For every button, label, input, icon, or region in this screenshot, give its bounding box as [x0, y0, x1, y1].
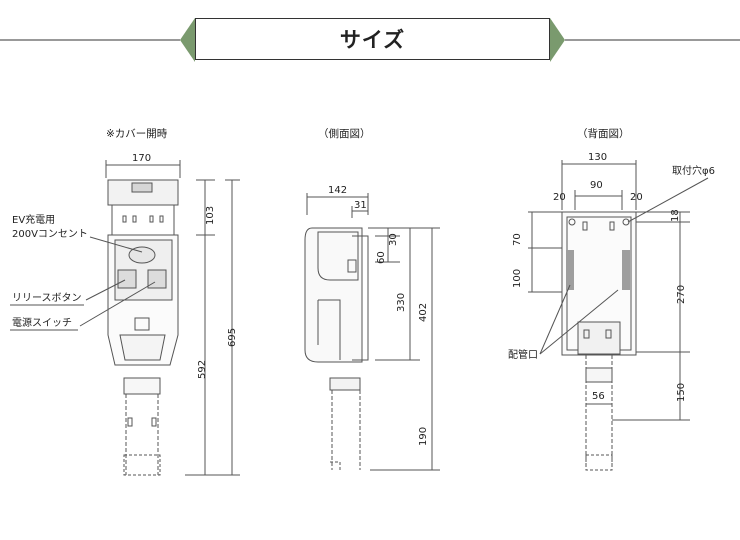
- front-dim-width: 170: [132, 153, 151, 164]
- back-view: [528, 160, 709, 471]
- side-dim-190: 190: [418, 427, 429, 446]
- side-dim-60: 60: [376, 251, 387, 264]
- back-dim-20-left: 20: [553, 192, 566, 203]
- page-title: サイズ: [195, 18, 550, 60]
- back-dim-150: 150: [676, 383, 687, 402]
- callout-release-button: リリースボタン: [12, 292, 82, 304]
- title-banner: [0, 16, 740, 64]
- front-dim-top: 103: [205, 206, 216, 225]
- back-view-title: （背面図）: [577, 127, 630, 140]
- side-dim-30: 30: [388, 233, 399, 246]
- callout-ev-outlet-line1: EV充電用: [12, 213, 55, 226]
- back-dim-70: 70: [512, 233, 523, 246]
- side-dim-depth: 142: [328, 185, 347, 196]
- side-view-title: （側面図）: [318, 127, 371, 140]
- side-dim-402: 402: [418, 303, 429, 322]
- callout-ev-outlet-line2: 200Vコンセント: [12, 228, 88, 240]
- back-dim-130: 130: [588, 152, 607, 163]
- back-dim-100: 100: [512, 269, 523, 288]
- front-view: ※カバー開時 170: [10, 128, 240, 476]
- back-dim-56: 56: [592, 391, 605, 402]
- back-dim-18: 18: [670, 209, 681, 222]
- back-dim-20-right: 20: [630, 192, 643, 203]
- back-dim-270: 270: [676, 285, 687, 304]
- back-dim-90: 90: [590, 180, 603, 191]
- callout-pipe-port: 配管口: [508, 348, 538, 361]
- side-dim-330: 330: [396, 293, 407, 312]
- banner-lines: [0, 18, 740, 62]
- front-dim-lower: 592: [197, 360, 208, 379]
- callout-mount-hole: 取付穴φ6: [672, 164, 715, 177]
- front-dim-total: 695: [227, 328, 238, 347]
- side-dim-offset: 31: [354, 200, 367, 211]
- callout-power-switch: 電源スイッチ: [12, 316, 72, 329]
- front-view-title: ※カバー開時: [106, 128, 168, 140]
- side-view: [304, 193, 440, 471]
